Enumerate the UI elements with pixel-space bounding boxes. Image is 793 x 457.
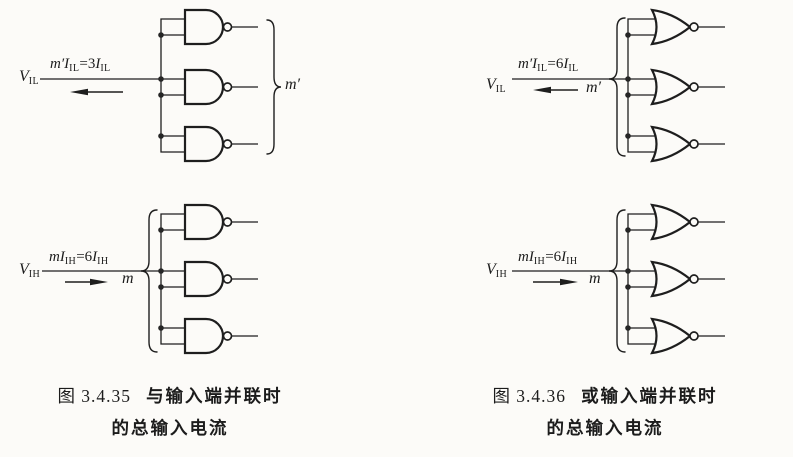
nand-gate	[183, 203, 260, 241]
nand-gate	[183, 68, 260, 106]
nor-gate	[650, 317, 727, 355]
connection-dots	[625, 227, 631, 331]
caption-line2: 的总输入电流	[111, 418, 229, 438]
fig35-high-level-diagram	[42, 203, 260, 355]
source-voltage-label: VIH	[19, 261, 41, 280]
figure-number: 图 3.4.35	[57, 386, 132, 406]
voltage-subscript: IH	[28, 269, 41, 280]
caption-line2: 的总输入电流	[546, 418, 664, 438]
connection-dots	[625, 32, 631, 139]
figure-title: 或输入端并联时	[581, 386, 718, 406]
gate-count-label: m	[589, 270, 601, 287]
fig36-high-level-diagram	[512, 203, 727, 355]
input-bus-wires	[512, 18, 658, 153]
current-formula: mIIH=6IIH	[49, 249, 109, 267]
current-direction-arrow-right	[65, 278, 108, 286]
source-voltage-label: VIL	[486, 76, 507, 95]
nor-gate	[650, 260, 727, 298]
gate-count-label: m′	[285, 76, 301, 93]
connection-dots	[158, 227, 164, 331]
gate-count-label: m′	[586, 79, 602, 96]
input-bus-wires	[40, 18, 185, 153]
fig35-low-level-diagram	[40, 8, 282, 163]
connection-dots	[158, 32, 164, 139]
nand-gate	[183, 125, 260, 163]
voltage-subscript: IL	[28, 76, 40, 87]
source-voltage-label: VIH	[486, 261, 508, 280]
voltage-subscript: IH	[495, 269, 508, 280]
current-direction-arrow-left	[70, 88, 123, 96]
current-formula: m′IIL=6IIL	[518, 56, 579, 74]
source-voltage-label: VIL	[19, 68, 40, 87]
voltage-symbol: V	[486, 261, 496, 278]
current-formula: mIIH=6IIH	[518, 249, 578, 267]
left-brace	[140, 209, 158, 353]
nor-gate	[650, 203, 727, 241]
fig36-low-level-diagram	[512, 8, 727, 163]
nand-gate	[183, 260, 260, 298]
caption-line1: 图 3.4.35 与输入端并联时	[20, 383, 320, 408]
nor-gate	[650, 8, 727, 46]
caption-line1: 图 3.4.36 或输入端并联时	[455, 383, 755, 408]
nor-gate	[650, 68, 727, 106]
current-direction-arrow-left	[533, 86, 578, 94]
current-direction-arrow-right	[533, 278, 578, 286]
figure-title: 与输入端并联时	[146, 386, 283, 406]
left-brace	[608, 209, 626, 353]
figure-caption-fig36: 图 3.4.36 或输入端并联时 的总输入电流	[455, 383, 755, 440]
nand-gate	[183, 8, 260, 46]
current-formula: m′IIL=3IIL	[50, 56, 111, 74]
nor-gate	[650, 125, 727, 163]
left-brace	[608, 17, 626, 157]
input-bus-wires	[512, 213, 658, 345]
voltage-symbol: V	[19, 68, 29, 85]
figure-number: 图 3.4.36	[492, 386, 567, 406]
voltage-subscript: IL	[495, 84, 507, 95]
nand-gate	[183, 317, 260, 355]
voltage-symbol: V	[19, 261, 29, 278]
gate-count-label: m	[122, 270, 134, 287]
input-bus-wires	[42, 213, 185, 345]
right-brace	[266, 19, 282, 155]
figure-caption-fig35: 图 3.4.35 与输入端并联时 的总输入电流	[20, 383, 320, 440]
voltage-symbol: V	[486, 76, 496, 93]
